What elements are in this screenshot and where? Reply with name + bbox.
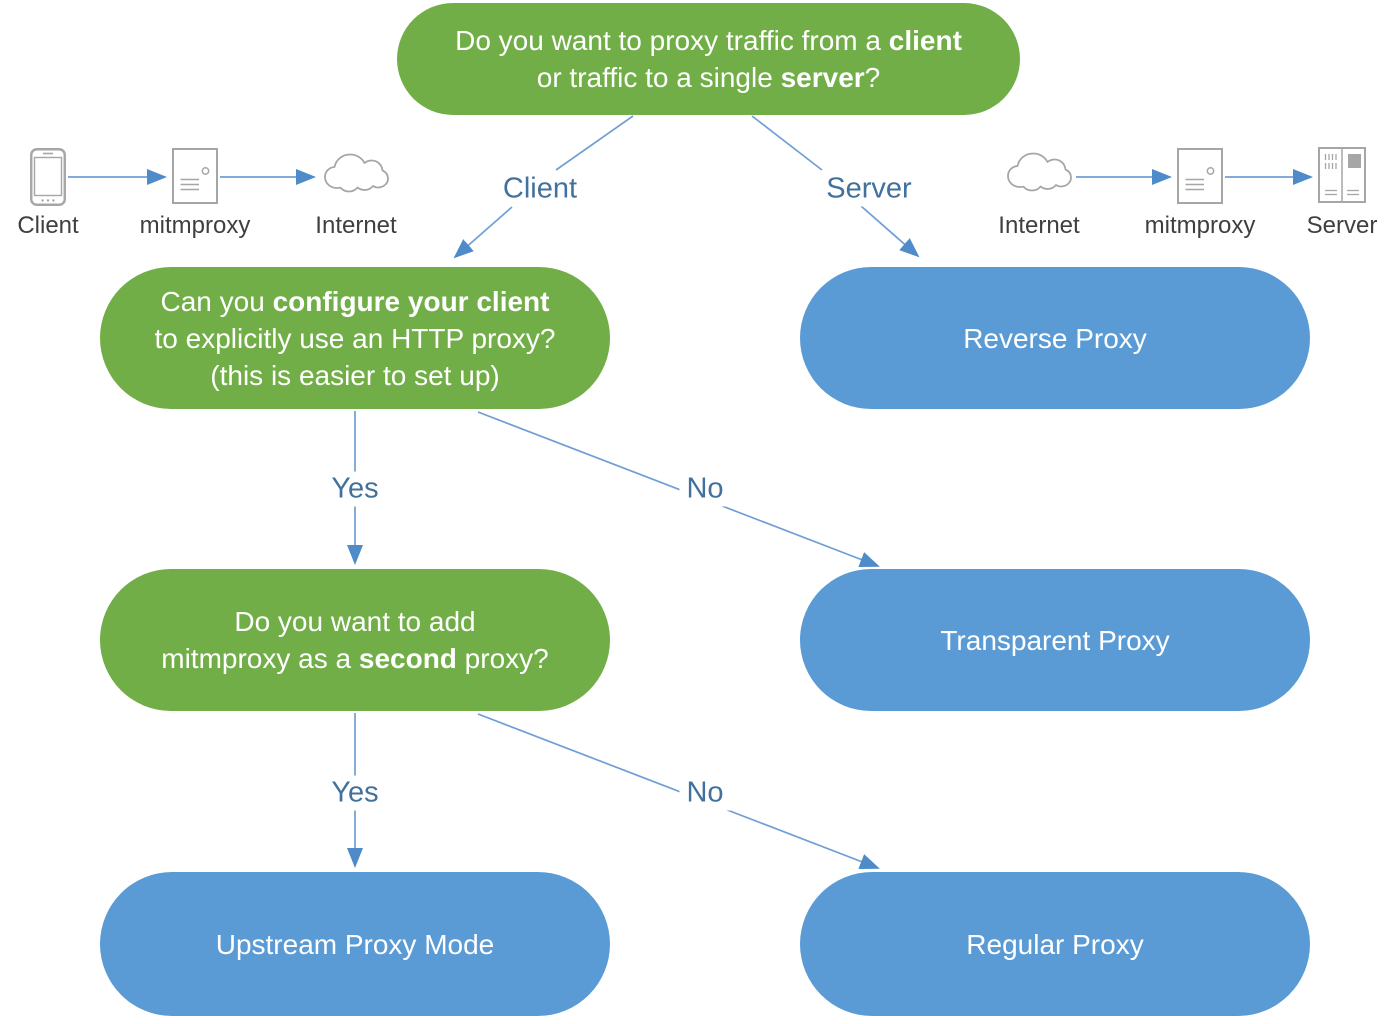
node-upstream-proxy-mode: Upstream Proxy Mode	[100, 872, 610, 1016]
icon-caption-client: Client	[17, 212, 79, 239]
icon-caption-mitmproxy-right: mitmproxy	[1144, 212, 1256, 239]
node-second-proxy-question: Do you want to add mitmproxy as a second…	[100, 569, 610, 711]
edge-client-label-to-question	[453, 206, 513, 259]
node-text-line: mitmproxy as a second proxy?	[161, 643, 549, 674]
node-text-line: (this is easier to set up)	[210, 359, 500, 391]
node-text-line: Do you want to proxy traffic from a clie…	[455, 25, 962, 56]
node-text-line: Upstream Proxy Mode	[215, 928, 495, 960]
node-regular-proxy: Regular Proxy	[800, 872, 1310, 1016]
node-text-line: Reverse Proxy	[963, 322, 1147, 354]
server-tower-icon	[172, 148, 218, 204]
node-text-line: to explicitly use an HTTP proxy?	[154, 322, 556, 354]
branch-label-yes-2: Yes	[324, 775, 386, 811]
node-client-question: Can you configure your client to explici…	[100, 267, 610, 409]
cloud-icon	[1007, 152, 1072, 192]
node-text-line: Can you configure your client	[160, 285, 550, 317]
icon-caption-internet-right: Internet	[998, 212, 1080, 239]
node-transparent-proxy: Transparent Proxy	[800, 569, 1310, 711]
node-reverse-proxy: Reverse Proxy	[800, 267, 1310, 409]
branch-label-yes-1: Yes	[324, 471, 386, 507]
node-text-line: Do you want to add	[234, 606, 476, 637]
icon-caption-internet-left: Internet	[315, 212, 397, 239]
server-rack-icon	[1318, 147, 1366, 203]
edge-root-to-server-label	[751, 115, 823, 171]
node-text-line: Transparent Proxy	[940, 624, 1170, 656]
icon-caption-server: Server	[1306, 212, 1378, 239]
branch-label-no-1: No	[679, 471, 731, 507]
edge-no2	[477, 713, 880, 869]
node-root-question: Do you want to proxy traffic from a clie…	[397, 3, 1020, 115]
edge-root-to-client-label	[555, 115, 634, 171]
cloud-icon	[324, 153, 389, 193]
branch-label-no-2: No	[679, 775, 731, 811]
server-tower-icon	[1177, 148, 1223, 204]
branch-label-client: Client	[495, 171, 585, 207]
edge-no1	[477, 411, 880, 567]
smartphone-icon	[30, 148, 66, 206]
branch-label-server: Server	[819, 171, 919, 207]
edge-server-label-to-reverse	[860, 205, 920, 258]
node-text-line: Regular Proxy	[966, 928, 1144, 960]
icon-caption-mitmproxy-left: mitmproxy	[139, 212, 251, 239]
node-text-line: or traffic to a single server?	[536, 62, 881, 93]
